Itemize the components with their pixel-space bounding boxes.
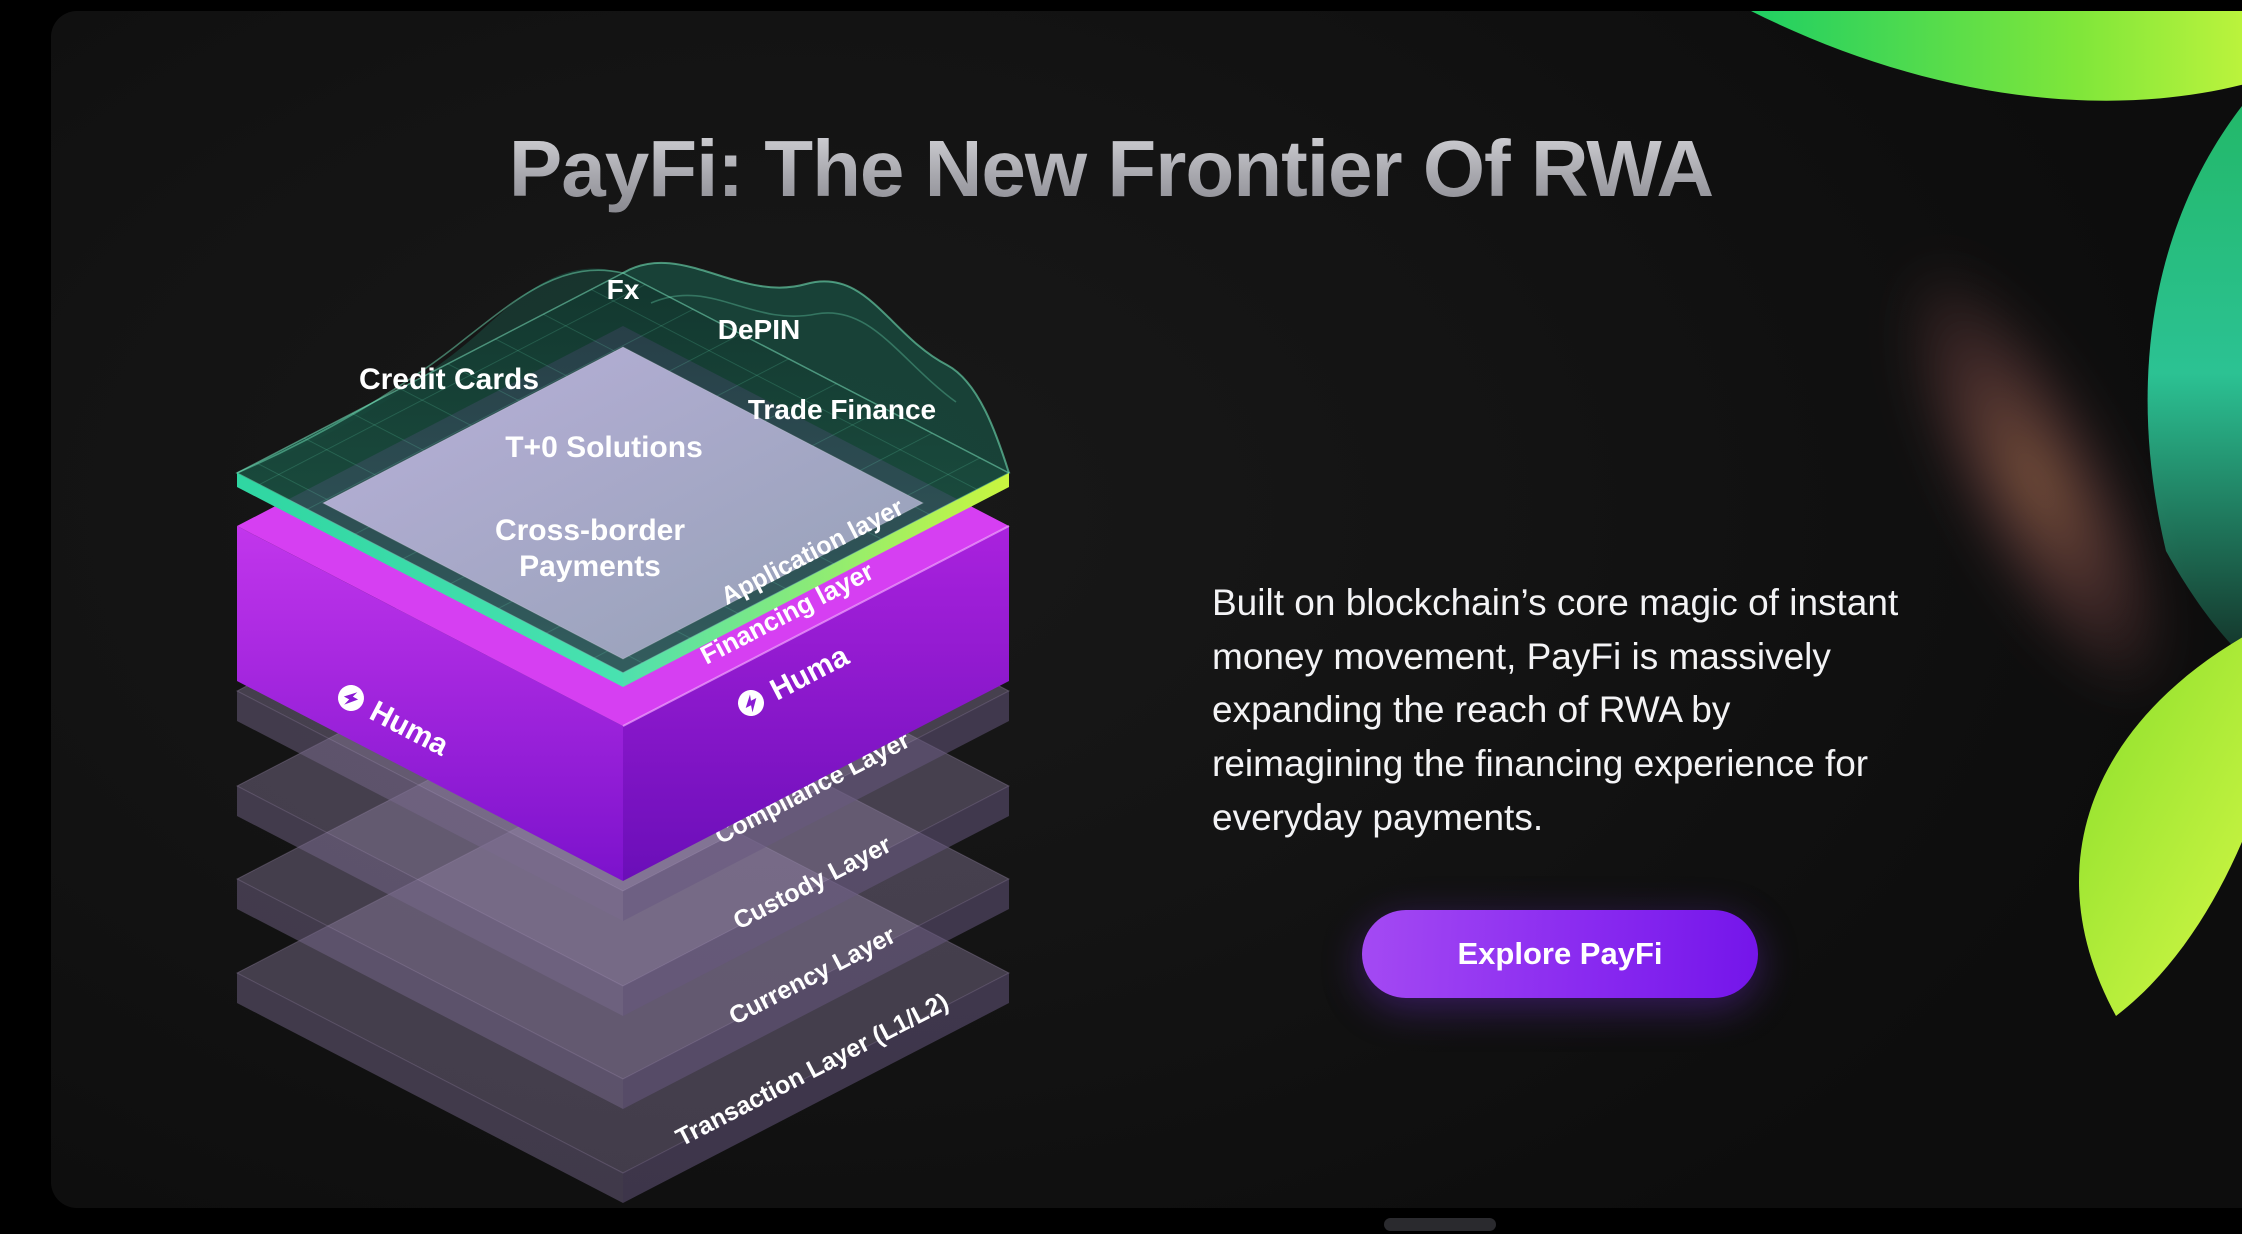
page-title: PayFi: The New Frontier Of RWA bbox=[311, 123, 1911, 215]
explore-payfi-button[interactable]: Explore PayFi bbox=[1362, 910, 1758, 998]
main-panel: PayFi: The New Frontier Of RWA bbox=[51, 11, 2242, 1208]
home-indicator bbox=[1384, 1218, 1496, 1231]
hero-description: Built on blockchain’s core magic of inst… bbox=[1212, 582, 1899, 838]
label-credit-cards: Credit Cards bbox=[359, 363, 539, 396]
label-depin: DePIN bbox=[718, 314, 800, 345]
label-t0-solutions: T+0 Solutions bbox=[505, 431, 703, 464]
application-surface bbox=[321, 346, 925, 660]
label-cross-border-payments: Cross-border Payments bbox=[494, 514, 686, 583]
label-trade-finance: Trade Finance bbox=[748, 394, 936, 425]
green-blade-lower bbox=[2079, 637, 2242, 1016]
green-blade-right bbox=[2147, 106, 2242, 656]
payfi-stack-diagram: Transaction Layer (L1/L2) Currency Layer… bbox=[235, 261, 1011, 1203]
green-blade-top bbox=[1751, 11, 2242, 101]
label-fx: Fx bbox=[607, 274, 640, 305]
application-layer: Fx DePIN Credit Cards Trade Finance T+0 … bbox=[235, 261, 1011, 687]
